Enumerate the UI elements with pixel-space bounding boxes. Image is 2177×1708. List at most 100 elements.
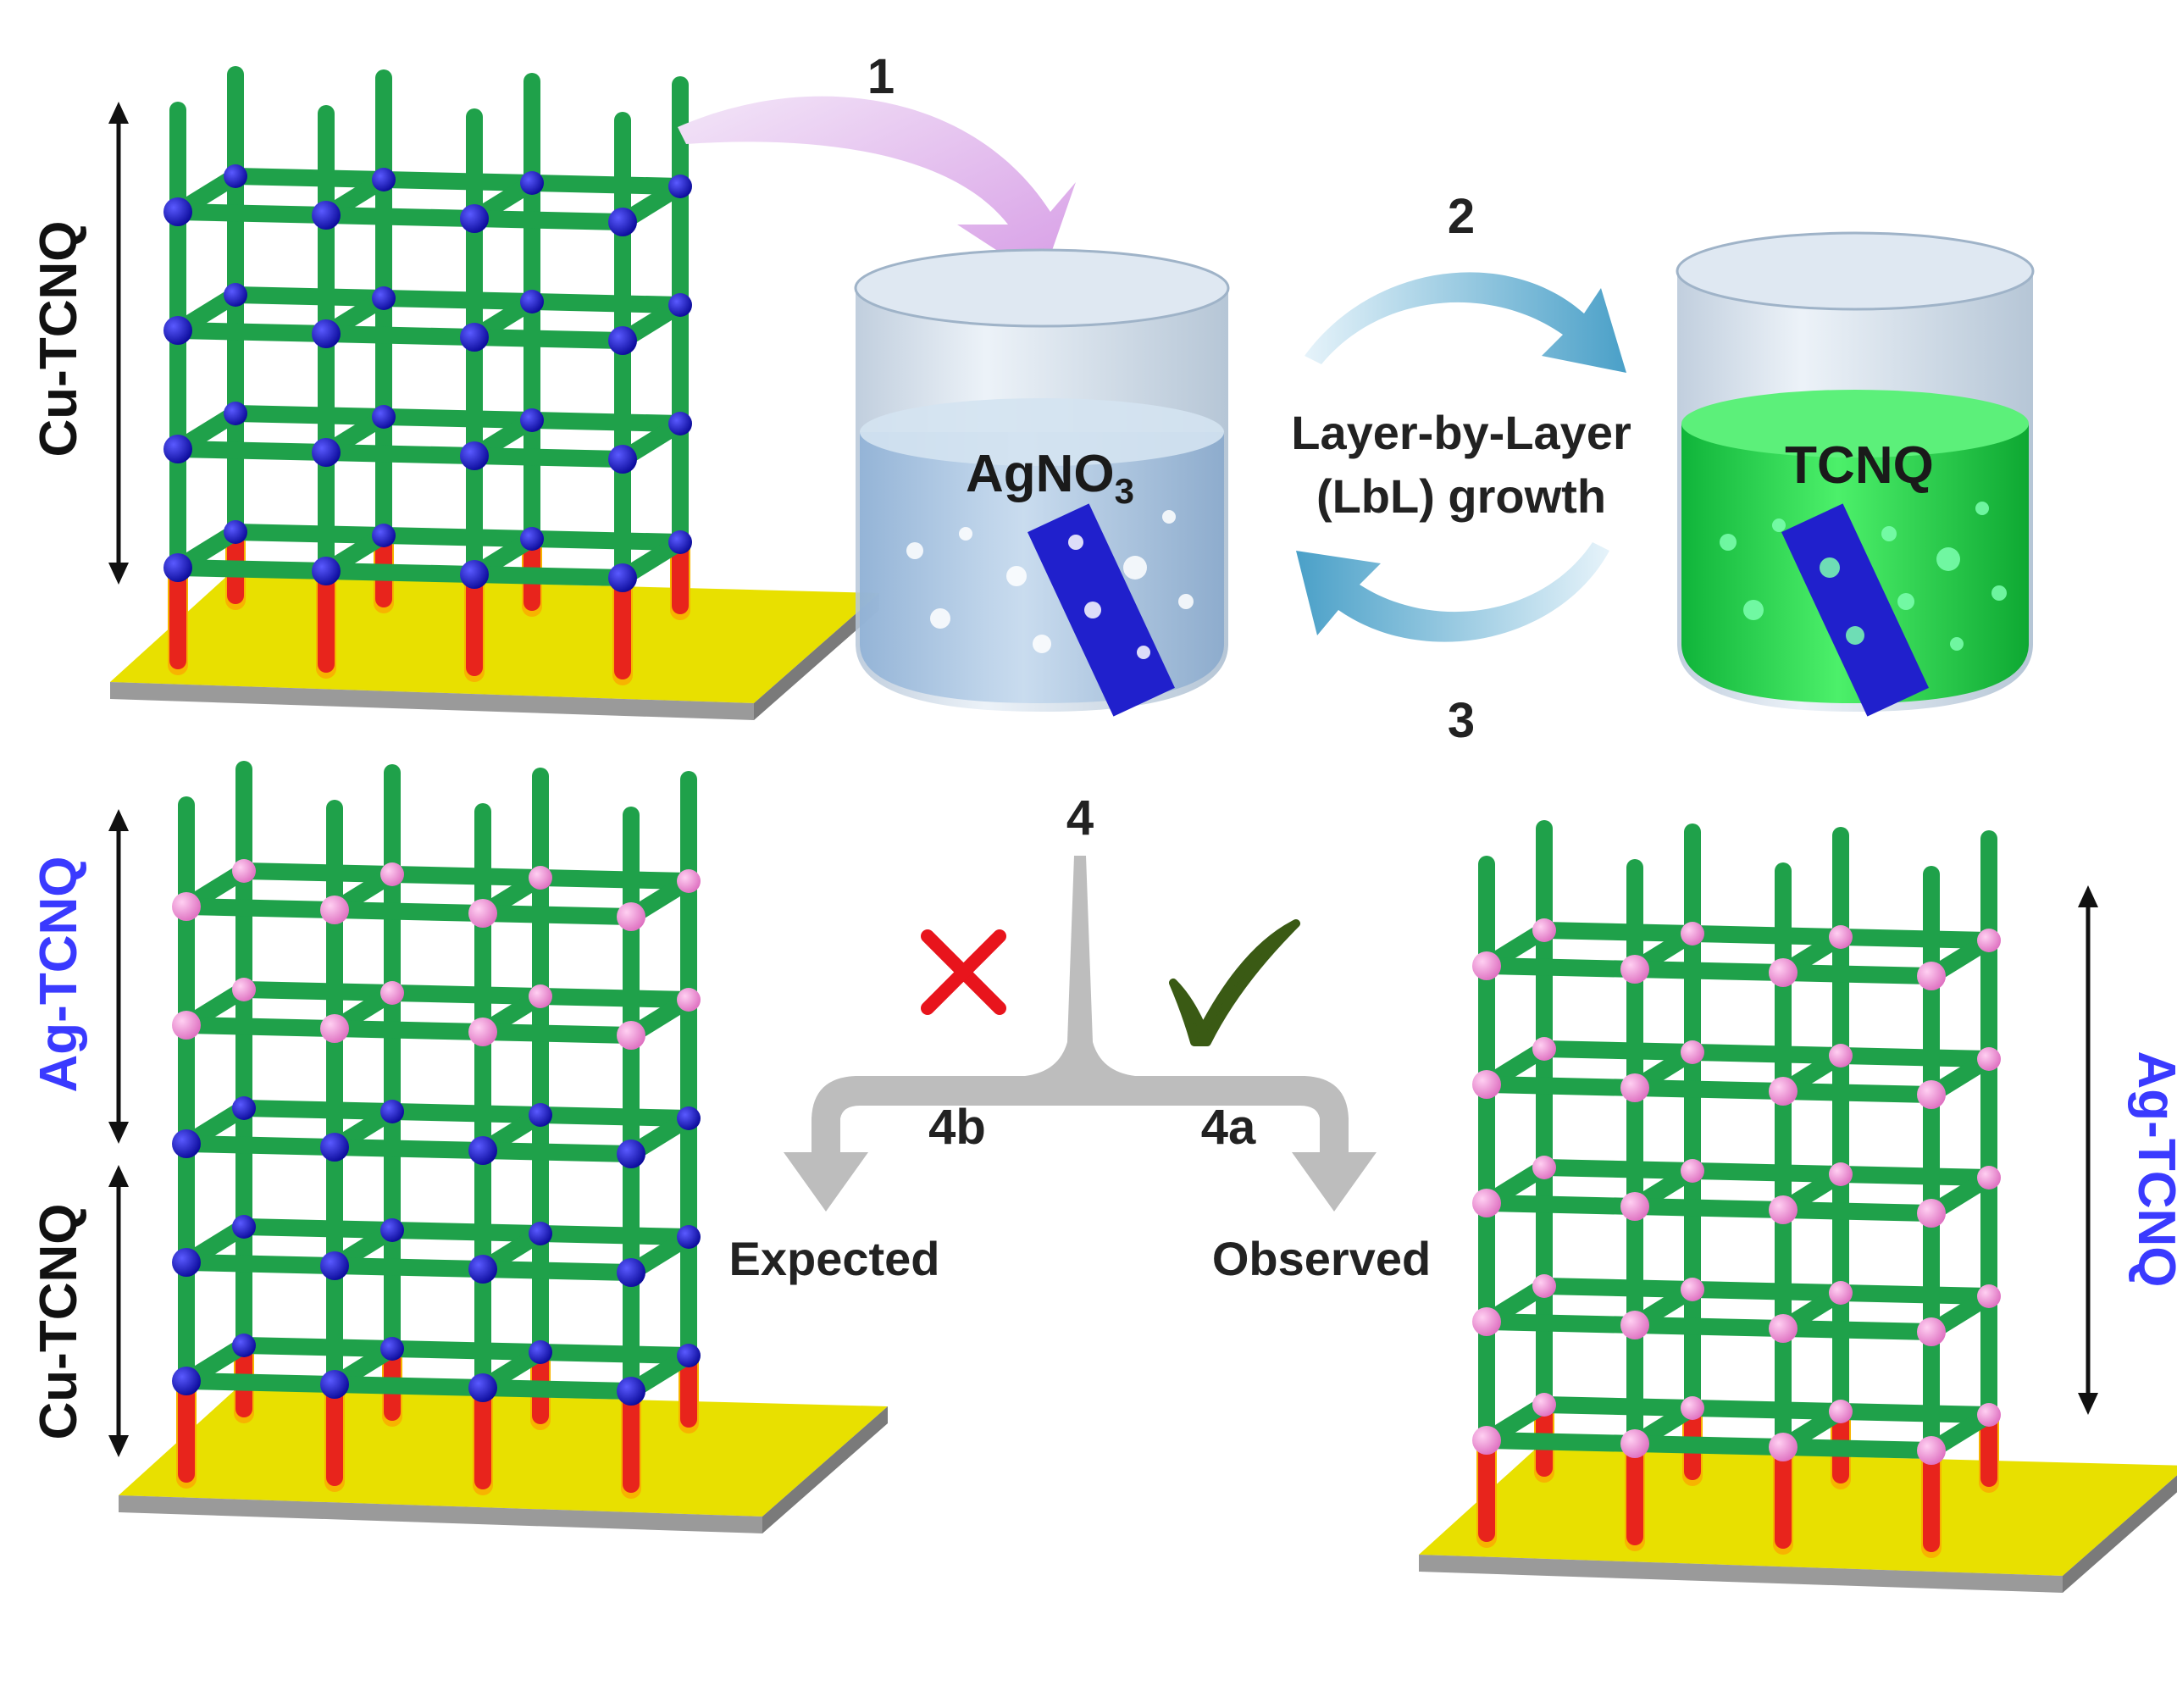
- cu-node: [529, 1103, 552, 1127]
- cu-node: [468, 1136, 497, 1165]
- ag-node: [380, 981, 404, 1005]
- ag-node: [1769, 1314, 1798, 1343]
- ag-node: [1977, 929, 2001, 952]
- strut: [235, 981, 401, 1001]
- ag-node: [1532, 1156, 1556, 1179]
- ag-node: [1681, 1040, 1704, 1064]
- strut: [1775, 1320, 1940, 1340]
- ag-node: [232, 859, 256, 883]
- strut: [178, 1372, 343, 1393]
- cu-node: [232, 1334, 256, 1357]
- cu-node: [224, 520, 247, 544]
- dim-cu-tcnq-bottom-head-bottom: [108, 1435, 129, 1457]
- check-mark-icon: [1169, 919, 1300, 1046]
- strut: [326, 1139, 491, 1159]
- strut: [1684, 1162, 1849, 1183]
- step-4-label: 4: [1066, 790, 1094, 846]
- cu-node: [677, 1106, 701, 1130]
- cu-node: [380, 1337, 404, 1361]
- cu-node: [163, 553, 192, 582]
- strut: [318, 444, 483, 464]
- arrow-step-2: [1305, 272, 1626, 373]
- strut: [1775, 964, 1940, 984]
- strut: [1626, 1317, 1792, 1337]
- ag-node: [1681, 922, 1704, 946]
- cu-node: [232, 1096, 256, 1120]
- ag-node: [677, 869, 701, 893]
- bubble: [1033, 635, 1051, 653]
- strut: [523, 175, 689, 195]
- strut: [326, 1376, 491, 1396]
- strut: [1626, 1435, 1792, 1456]
- dim-cu-tcnq-bottom-head-top: [108, 1165, 129, 1187]
- strut: [532, 1225, 697, 1245]
- bubble: [1178, 594, 1194, 609]
- bubble: [1720, 534, 1737, 551]
- strut: [318, 207, 483, 227]
- cu-node: [372, 524, 396, 547]
- strut: [1536, 1278, 1701, 1298]
- framework-expected: [119, 761, 888, 1533]
- strut: [326, 1020, 491, 1040]
- cu-node: [372, 405, 396, 429]
- bubble: [1950, 637, 1964, 651]
- strut: [532, 1106, 697, 1127]
- substrate-side: [119, 1495, 762, 1533]
- strut: [384, 1103, 549, 1123]
- bubble: [1084, 602, 1101, 618]
- strut: [1626, 961, 1792, 981]
- substrate-top: [1419, 1449, 2177, 1576]
- strut: [1478, 1195, 1643, 1215]
- ag-node: [1472, 1426, 1501, 1455]
- strut: [384, 1340, 549, 1361]
- strut: [1536, 1159, 1701, 1179]
- bubble: [930, 608, 950, 629]
- ag-node: [1620, 955, 1649, 984]
- cu-node: [668, 412, 692, 435]
- ag-node: [380, 862, 404, 886]
- ag-node: [1472, 951, 1501, 980]
- cu-node: [380, 1100, 404, 1123]
- cu-node: [520, 408, 544, 432]
- cu-node: [608, 445, 637, 474]
- cu-node: [372, 168, 396, 191]
- cu-node: [163, 197, 192, 226]
- ag-node: [1769, 958, 1798, 987]
- ag-node: [1681, 1159, 1704, 1183]
- step-4a-label: 4a: [1201, 1100, 1256, 1155]
- strut: [1478, 1432, 1643, 1452]
- strut: [227, 168, 392, 188]
- strut: [532, 1344, 697, 1364]
- cu-node: [320, 1370, 349, 1399]
- cu-node: [320, 1133, 349, 1162]
- bubble: [1137, 646, 1150, 659]
- strut: [1775, 1201, 1940, 1222]
- bubble: [1068, 535, 1083, 550]
- cu-node: [312, 557, 341, 585]
- cu-node: [312, 201, 341, 230]
- bubble: [959, 527, 972, 541]
- cu-node: [172, 1248, 201, 1277]
- ag-node: [172, 892, 201, 921]
- strut: [1536, 1396, 1701, 1417]
- cu-node: [468, 1255, 497, 1284]
- strut: [1775, 1083, 1940, 1103]
- bubble: [1820, 557, 1840, 578]
- cu-node: [224, 402, 247, 425]
- strut: [532, 869, 697, 890]
- strut: [235, 1218, 401, 1239]
- strut: [474, 905, 640, 925]
- cu-node: [617, 1140, 645, 1168]
- cu-tcnq-label-bottom: Cu-TCNQ: [30, 1204, 88, 1440]
- lbl-growth-label-line2: (LbL) growth: [1316, 469, 1606, 523]
- expected-label: Expected: [729, 1232, 940, 1285]
- ag-node: [1917, 1080, 1946, 1109]
- strut: [1832, 1403, 1997, 1423]
- bubble: [1975, 502, 1989, 515]
- ag-node: [617, 902, 645, 931]
- strut: [169, 441, 335, 461]
- cu-node: [668, 293, 692, 317]
- cu-node: [529, 1222, 552, 1245]
- ag-node: [1620, 1073, 1649, 1102]
